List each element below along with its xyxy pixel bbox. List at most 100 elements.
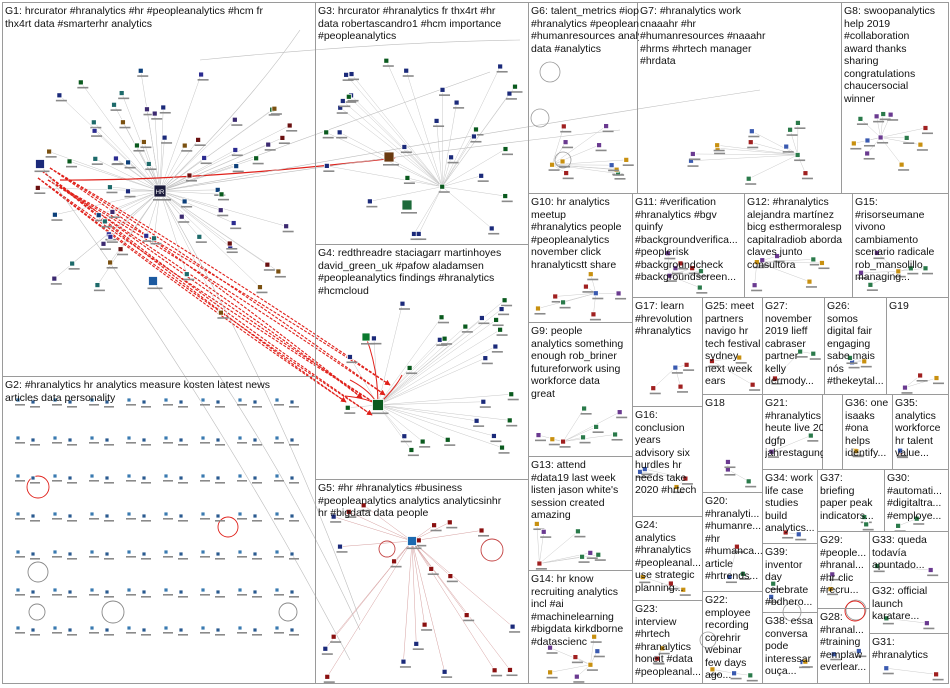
group-box-g3 — [315, 2, 529, 245]
graph-node — [496, 326, 508, 336]
edge-line — [104, 190, 161, 222]
edge-line — [59, 95, 161, 192]
graph-node — [758, 257, 770, 267]
graph-node — [641, 466, 653, 476]
graph-node — [185, 172, 197, 182]
edge-line — [442, 186, 506, 197]
graph-node — [30, 437, 40, 446]
edge-line — [159, 190, 261, 288]
graph-node — [592, 290, 604, 300]
graph-node — [330, 513, 342, 523]
graph-node — [782, 143, 794, 153]
graph-node — [289, 513, 299, 522]
graph-node — [573, 673, 585, 683]
graph-node — [140, 139, 152, 149]
graph-node — [430, 522, 442, 532]
edge-line — [350, 95, 443, 187]
graph-node — [887, 111, 899, 121]
edge-line — [754, 262, 758, 286]
hub-node-label: HR — [156, 190, 165, 196]
group-box-g7 — [637, 2, 842, 194]
edge-line — [159, 125, 290, 192]
edge-line — [159, 137, 165, 192]
edge-line — [159, 119, 236, 192]
edge-line — [861, 271, 899, 273]
edge-line — [112, 190, 161, 213]
group-box-g26 — [824, 297, 887, 395]
graph-node — [769, 580, 781, 590]
edge-line — [536, 523, 540, 564]
edge-line — [351, 73, 443, 187]
edge-line — [333, 516, 413, 542]
graph-node — [398, 300, 410, 310]
graph-node — [141, 399, 151, 408]
graph-node — [93, 282, 105, 292]
graph-node — [602, 123, 614, 133]
edge-line — [153, 190, 161, 239]
group-box-g39 — [762, 543, 818, 613]
graph-node — [866, 281, 878, 291]
self-loop — [217, 516, 239, 538]
graph-node — [99, 240, 111, 250]
graph-node — [595, 142, 607, 152]
graph-node — [511, 83, 523, 93]
group-box-g33 — [869, 531, 949, 583]
graph-node — [608, 162, 620, 172]
group-box-g29 — [817, 531, 870, 609]
graph-node — [671, 364, 683, 374]
graph-node — [104, 627, 114, 636]
edge-line — [904, 377, 937, 388]
edge-line — [377, 329, 501, 406]
graph-node — [181, 198, 193, 208]
graph-node — [688, 265, 700, 275]
edge-line — [159, 89, 761, 192]
graph-node — [559, 299, 571, 309]
graph-node — [178, 475, 188, 484]
graph-node — [370, 335, 382, 345]
graph-node — [571, 654, 583, 664]
graph-node — [126, 511, 136, 520]
graph-node — [444, 436, 456, 446]
graph-node — [89, 435, 99, 444]
graph-node — [383, 151, 399, 166]
graph-node — [724, 459, 736, 469]
graph-node — [322, 129, 334, 139]
graph-node — [237, 435, 247, 444]
edge-line — [860, 118, 881, 138]
graph-node — [147, 276, 163, 290]
graph-node — [540, 528, 552, 538]
graph-node — [697, 268, 709, 278]
graph-node — [586, 661, 598, 671]
graph-node — [677, 383, 689, 393]
graph-node — [215, 589, 225, 598]
graph-node — [252, 437, 262, 446]
graph-node — [52, 625, 62, 634]
edge-line — [590, 274, 597, 294]
graph-node — [846, 355, 858, 365]
graph-node — [252, 513, 262, 522]
graph-node — [141, 513, 151, 522]
self-loop — [101, 600, 125, 624]
edge-line — [80, 82, 161, 192]
graph-node — [141, 475, 151, 484]
graph-node — [330, 633, 342, 643]
graph-node — [491, 343, 503, 353]
graph-node — [382, 57, 394, 67]
graph-node — [453, 99, 465, 109]
graph-node — [653, 655, 665, 665]
graph-node — [492, 317, 504, 327]
edge-line — [199, 39, 521, 61]
graph-node — [907, 265, 919, 275]
graph-node — [126, 473, 136, 482]
graph-node — [587, 271, 599, 281]
graph-node — [90, 119, 102, 129]
graph-node — [237, 511, 247, 520]
graph-node — [89, 625, 99, 634]
graph-node — [178, 213, 190, 223]
edge-line — [418, 186, 443, 235]
edge-line — [441, 129, 477, 187]
graph-node — [877, 134, 889, 144]
graph-node — [126, 435, 136, 444]
graph-node — [232, 163, 244, 173]
graph-node — [52, 473, 62, 482]
